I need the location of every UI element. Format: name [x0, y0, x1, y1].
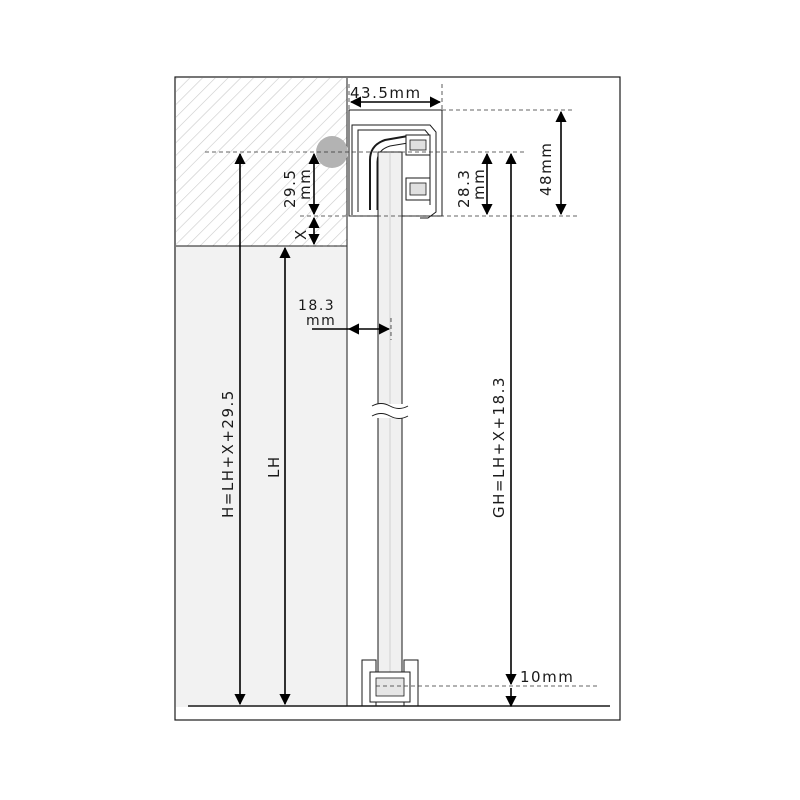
label-rail-height: 48mm: [537, 142, 555, 196]
extension-lines: [205, 84, 600, 687]
label-total-height: H=LH+X+29.5: [219, 389, 237, 518]
label-floor-gap: 10mm: [520, 668, 574, 686]
label-offset-right-number: 28.3: [455, 169, 473, 208]
label-offset-right-unit: mm: [470, 168, 488, 200]
label-offset-left-number: 29.5: [281, 169, 299, 208]
label-door-offset-number: 18.3: [298, 298, 335, 314]
label-opening-height: LH: [265, 455, 283, 478]
wall-face: [176, 246, 347, 707]
label-x-gap: X: [292, 228, 310, 240]
label-door-offset-unit: mm: [306, 313, 336, 329]
label-width-top: 43.5mm: [350, 84, 422, 102]
glass-door-panel: [371, 151, 409, 673]
label-offset-left-unit: mm: [296, 168, 314, 200]
label-glass-height: GH=LH+X+18.3: [490, 376, 508, 518]
